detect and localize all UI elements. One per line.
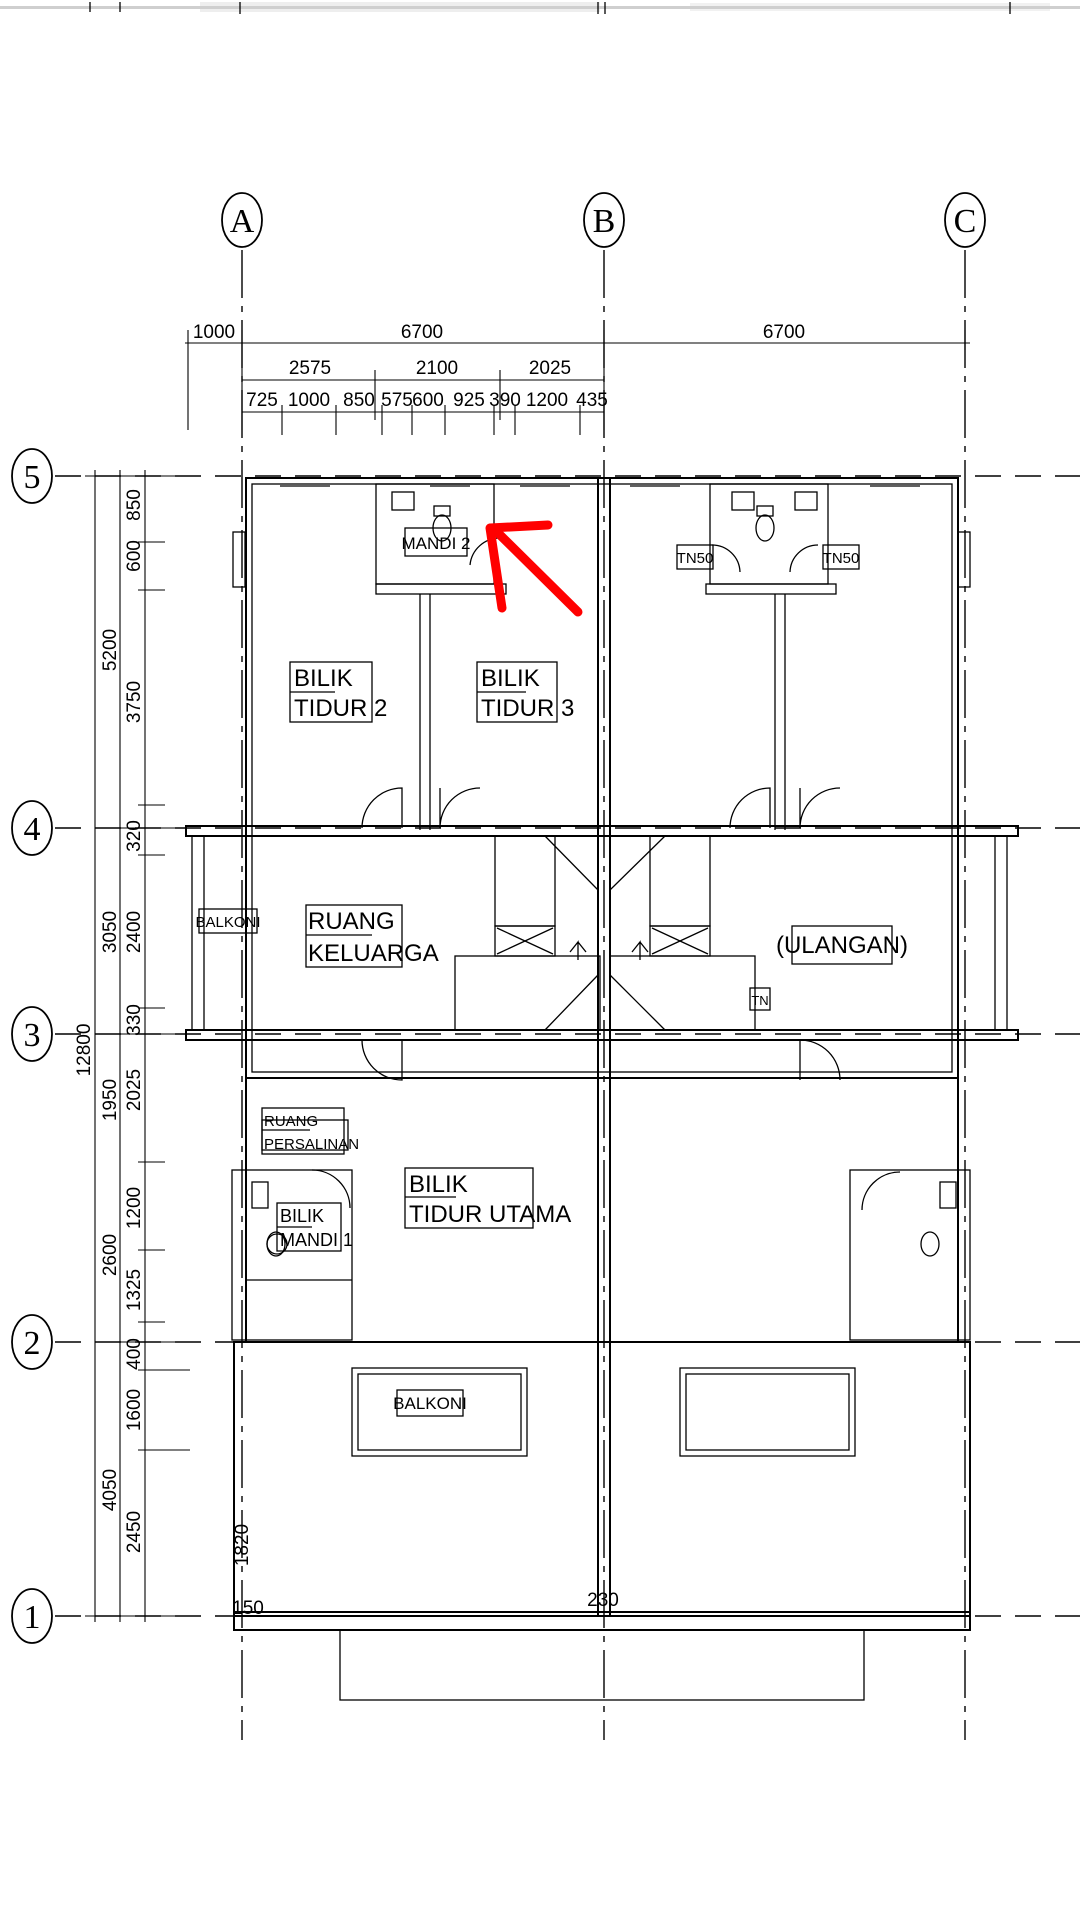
dim-6700-right: 6700	[763, 322, 805, 343]
svg-text:MANDI 1: MANDI 1	[280, 1230, 353, 1250]
room-label-ulangan: (ULANGAN)	[776, 925, 908, 965]
dim-3750: 3750	[124, 681, 145, 723]
dim-1950: 1950	[100, 1079, 121, 1121]
room-label-balkoni-rear: BALKONI	[393, 1389, 467, 1417]
dim-1000-detail: 1000	[288, 390, 330, 411]
dim-1200: 1200	[526, 390, 568, 411]
svg-text:1: 1	[24, 1599, 41, 1636]
svg-text:TIDUR 2: TIDUR 2	[294, 695, 387, 722]
red-arrow-pointer-icon	[485, 520, 583, 617]
sink-icon	[251, 491, 957, 1209]
dim-6700-left: 6700	[401, 322, 443, 343]
dim-850: 850	[343, 390, 375, 411]
room-label-tn50-right: TN50	[822, 544, 860, 570]
dim-330: 330	[124, 1004, 145, 1036]
room-label-tn: TN	[749, 987, 771, 1011]
left-dimension-lines	[85, 470, 190, 1622]
room-label-tn50-left: TN50	[676, 544, 714, 570]
svg-text:MANDI 2: MANDI 2	[402, 534, 471, 553]
toilet-icon	[266, 505, 940, 1257]
grid-bubble-4: 4	[11, 800, 53, 856]
top-dimension-lines	[185, 330, 970, 435]
grid-bubble-5: 5	[11, 448, 53, 504]
dim-2025-left: 2025	[124, 1069, 145, 1111]
svg-text:4: 4	[24, 811, 41, 848]
room-label-bilik-tidur-2: BILIK TIDUR 2	[289, 661, 387, 723]
grid-bubble-3: 3	[11, 1006, 53, 1062]
grid-bubble-1: 1	[11, 1588, 53, 1644]
dim-2450: 2450	[124, 1511, 145, 1553]
svg-text:TIDUR 3: TIDUR 3	[481, 695, 574, 722]
dim-1820: 1820	[232, 1524, 253, 1566]
dim-600-left: 600	[124, 540, 145, 572]
dim-575: 575	[381, 390, 413, 411]
svg-text:RUANG: RUANG	[264, 1113, 318, 1130]
dim-150: 150	[232, 1598, 264, 1619]
svg-text:C: C	[954, 203, 977, 240]
room-label-ruang-keluarga: RUANG KELUARGA	[305, 904, 439, 968]
svg-text:B: B	[593, 203, 616, 240]
svg-text:BILIK: BILIK	[294, 665, 353, 692]
svg-text:TN50: TN50	[823, 550, 860, 567]
dim-5200: 5200	[100, 629, 121, 671]
dim-400: 400	[124, 1338, 145, 1370]
dim-1600: 1600	[124, 1389, 145, 1431]
room-label-mandi-2: MANDI 2	[402, 527, 471, 557]
svg-text:BALKONI: BALKONI	[393, 1394, 467, 1413]
grid-bubble-2: 2	[11, 1314, 53, 1370]
dim-600: 600	[412, 390, 444, 411]
svg-text:RUANG: RUANG	[308, 908, 395, 935]
svg-text:3: 3	[24, 1017, 41, 1054]
dim-390: 390	[489, 390, 521, 411]
svg-text:2: 2	[24, 1325, 41, 1362]
dim-2025: 2025	[529, 358, 571, 379]
svg-text:TN: TN	[751, 993, 768, 1008]
scan-artifact-strip	[0, 2, 1080, 14]
dim-2400: 2400	[124, 911, 145, 953]
svg-text:5: 5	[24, 459, 41, 496]
svg-text:TN50: TN50	[677, 550, 714, 567]
svg-text:(ULANGAN): (ULANGAN)	[776, 932, 908, 959]
dim-3050: 3050	[100, 911, 121, 953]
dim-725: 725	[246, 390, 278, 411]
dim-1000: 1000	[193, 322, 235, 343]
dim-2575: 2575	[289, 358, 331, 379]
svg-text:KELUARGA: KELUARGA	[308, 940, 439, 967]
dim-1200-left: 1200	[124, 1187, 145, 1229]
room-label-bilik-tidur-3: BILIK TIDUR 3	[476, 661, 574, 723]
room-label-balkoni-side: BALKONI	[195, 908, 261, 934]
dim-435: 435	[576, 390, 608, 411]
grid-bubble-C: C	[944, 192, 986, 248]
doors	[311, 537, 901, 1211]
svg-text:BALKONI: BALKONI	[195, 914, 260, 931]
svg-text:TIDUR UTAMA: TIDUR UTAMA	[409, 1201, 571, 1228]
svg-text:BILIK: BILIK	[280, 1206, 324, 1226]
svg-text:BILIK: BILIK	[481, 665, 540, 692]
room-label-ruang-persalinan: RUANG PERSALINAN	[261, 1107, 359, 1155]
svg-text:A: A	[230, 203, 255, 240]
dim-230: 230	[587, 1590, 619, 1611]
dim-2600: 2600	[100, 1234, 121, 1276]
dim-850-left: 850	[124, 489, 145, 521]
grid-lines	[55, 250, 1080, 1740]
grid-bubble-B: B	[583, 192, 625, 248]
walls	[185, 477, 1019, 1701]
room-label-bilik-tidur-utama: BILIK TIDUR UTAMA	[404, 1167, 571, 1229]
dim-320: 320	[124, 820, 145, 852]
grid-bubble-A: A	[221, 192, 263, 248]
room-label-bilik-mandi-1: BILIK MANDI 1	[266, 1202, 353, 1255]
dim-2100: 2100	[416, 358, 458, 379]
svg-text:PERSALINAN: PERSALINAN	[264, 1136, 359, 1153]
dim-1325: 1325	[124, 1269, 145, 1311]
dim-4050: 4050	[100, 1469, 121, 1511]
dim-925: 925	[453, 390, 485, 411]
dim-12800: 12800	[74, 1024, 95, 1077]
svg-text:BILIK: BILIK	[409, 1171, 468, 1198]
stair-arrow-icon	[569, 940, 649, 960]
